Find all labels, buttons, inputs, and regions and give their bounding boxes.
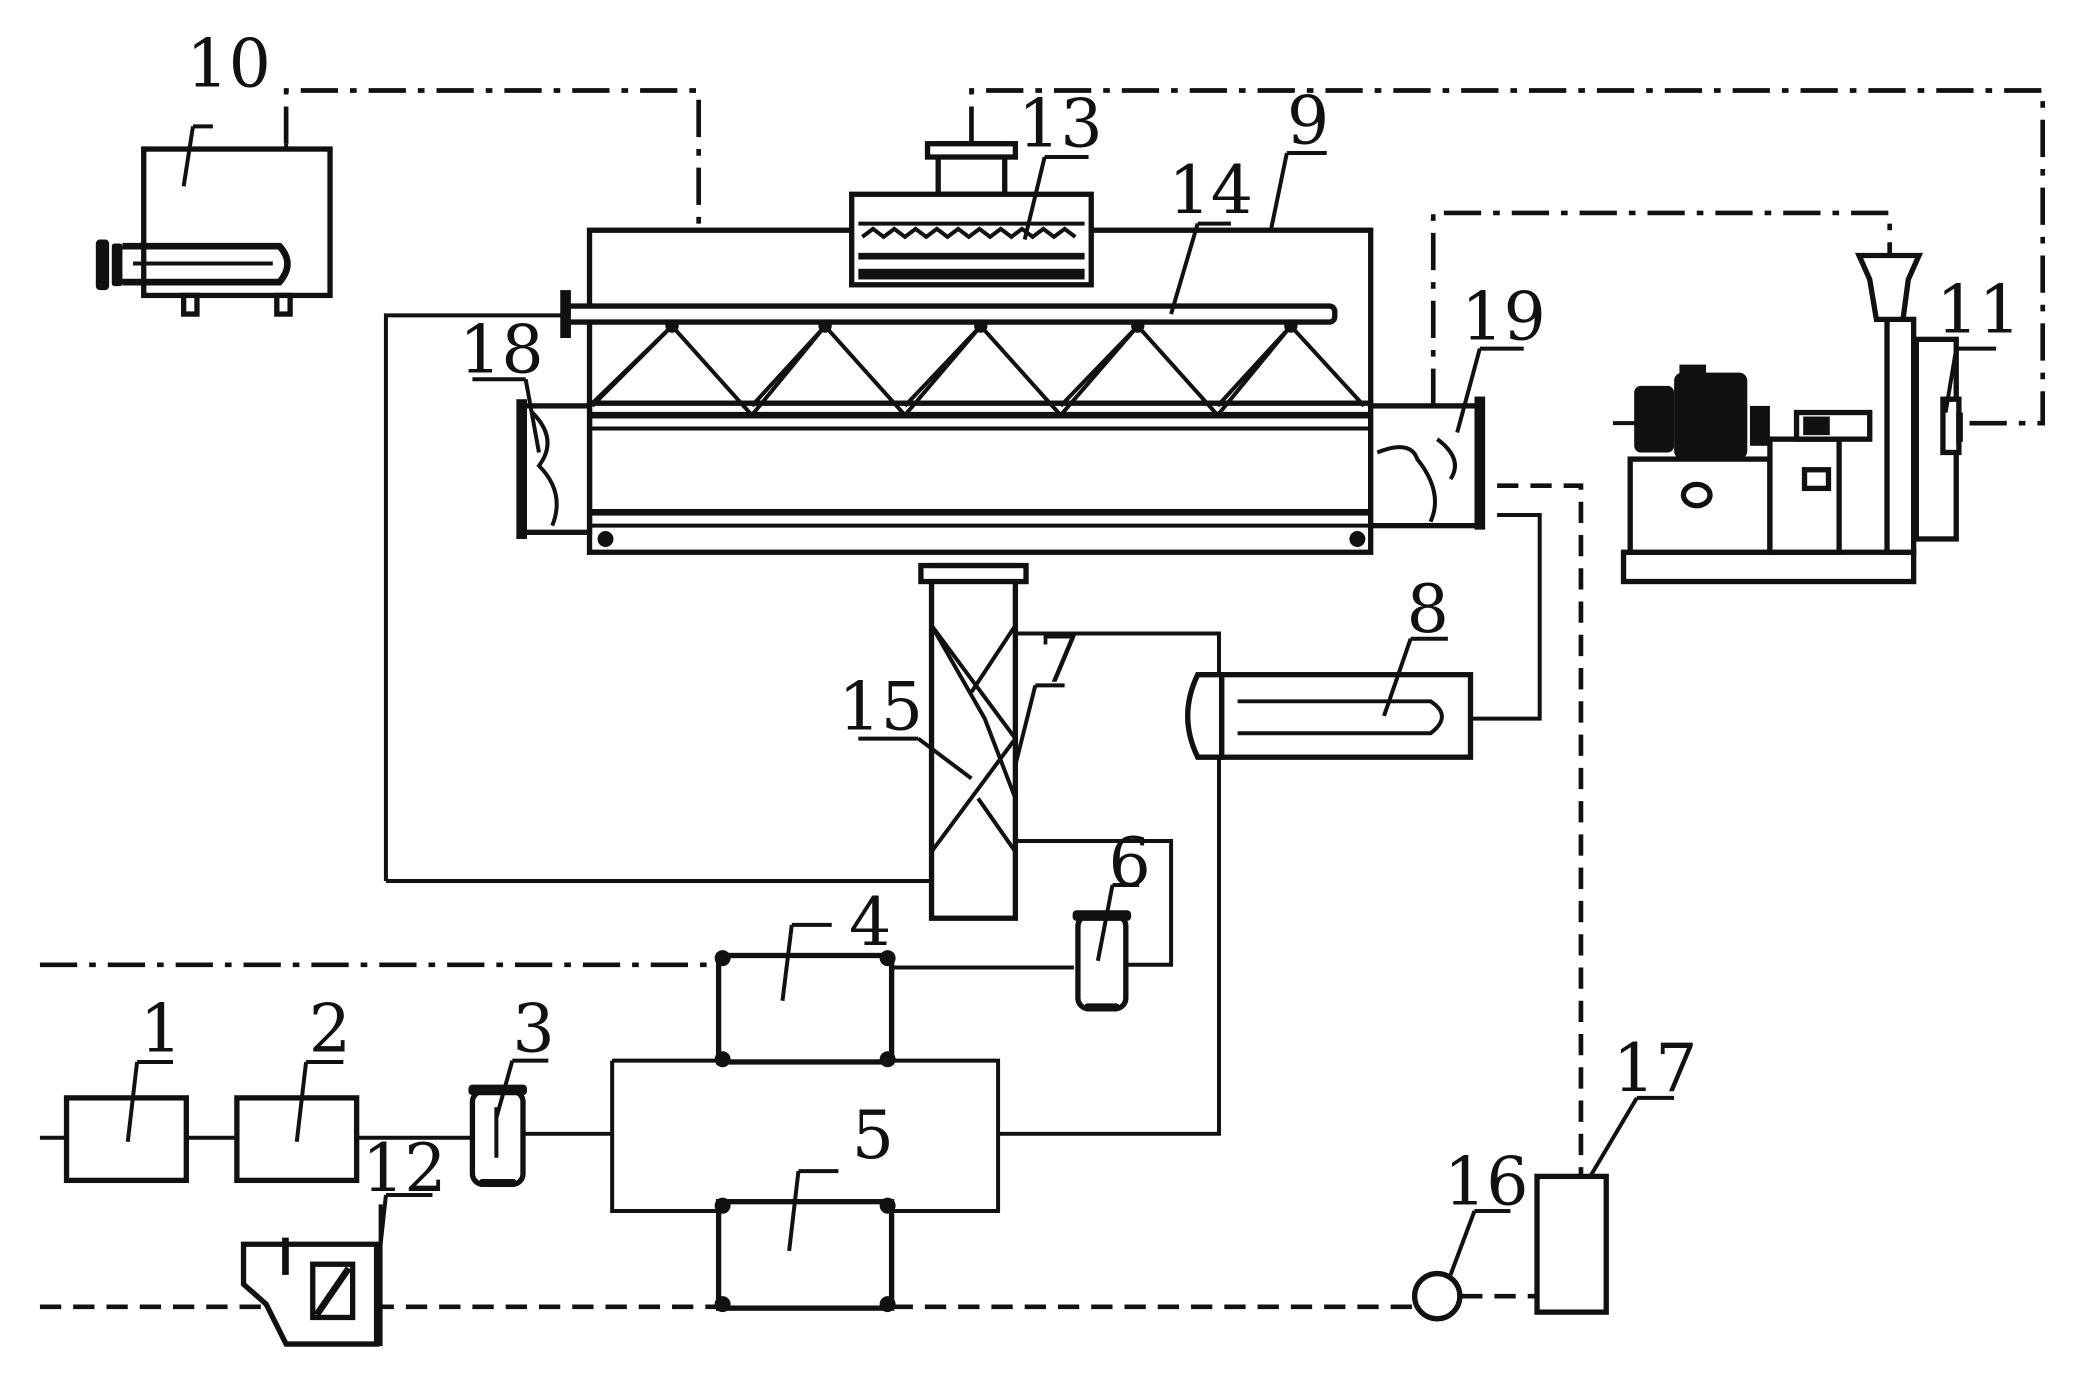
leader-lines — [125, 124, 1997, 1276]
equipment-19-end-section — [1368, 396, 1486, 530]
label-13: 13 — [1018, 84, 1103, 162]
equipment-4-box — [714, 950, 896, 1068]
label-11: 11 — [1936, 271, 2021, 349]
equipment-13-cover — [849, 141, 1094, 288]
dashed-signal-lines — [39, 483, 1584, 1310]
equipment-14-spray-bar — [560, 290, 1366, 419]
solid-pipe-lines — [39, 313, 1542, 1347]
equipment-17-tank — [1534, 1173, 1609, 1315]
equipment-16-pump — [1411, 1270, 1463, 1322]
label-7: 7 — [1038, 619, 1080, 697]
equipment-7-column — [918, 562, 1029, 921]
label-1: 1 — [140, 989, 182, 1067]
equipment-11-blower — [1612, 252, 1963, 585]
label-4: 4 — [849, 883, 891, 961]
equipment-8-heat-exchanger — [1185, 672, 1474, 760]
label-19: 19 — [1461, 277, 1546, 355]
equipment-18-end-section — [516, 399, 593, 539]
label-8: 8 — [1407, 570, 1449, 648]
label-3: 3 — [512, 989, 554, 1067]
label-16: 16 — [1444, 1142, 1529, 1220]
label-14: 14 — [1168, 151, 1253, 229]
label-17: 17 — [1613, 1029, 1698, 1107]
equipment-12-controller — [240, 1237, 380, 1347]
label-6: 6 — [1109, 823, 1151, 901]
equipment-3-vessel — [468, 1084, 527, 1188]
label-12: 12 — [362, 1129, 447, 1207]
equipment-5-box — [714, 1197, 896, 1313]
label-2: 2 — [309, 989, 351, 1067]
label-5: 5 — [852, 1096, 894, 1174]
equipment-6-pump — [1072, 910, 1132, 1012]
label-9: 9 — [1287, 82, 1329, 160]
label-10: 10 — [186, 24, 271, 102]
equipment-9-trough — [586, 227, 1374, 555]
label-15: 15 — [838, 667, 923, 745]
label-18: 18 — [459, 311, 544, 389]
number-labels: 1 2 3 4 5 6 7 8 9 10 11 12 13 14 15 16 1… — [140, 24, 2021, 1220]
dash-dot-signal-lines — [39, 88, 2046, 968]
equipment-10-heater — [95, 143, 333, 317]
